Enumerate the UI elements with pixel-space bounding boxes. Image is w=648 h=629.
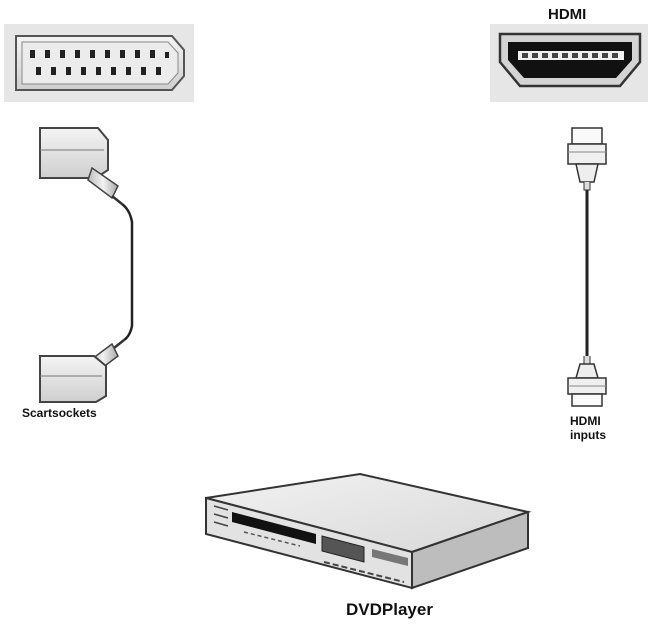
hdmi-socket-label: HDMI	[548, 6, 587, 23]
dvd-player-label: DVDPlayer	[346, 600, 433, 619]
hdmi-plug-top	[567, 127, 607, 191]
hdmi-socket	[490, 24, 648, 102]
scart-plug-bottom	[39, 339, 125, 403]
hdmi-plug-bottom	[567, 356, 607, 407]
scart-cable	[121, 203, 134, 342]
scart-plug-top	[39, 127, 123, 205]
scart-socket	[4, 24, 194, 102]
hdmi-inputs-label: HDMI inputs	[570, 414, 630, 442]
scart-sockets-label: Scartsockets	[22, 406, 97, 420]
hdmi-inputs-label-line2: inputs	[570, 428, 606, 442]
hdmi-inputs-label-line1: HDMI	[570, 414, 601, 428]
dvd-player	[205, 472, 532, 590]
